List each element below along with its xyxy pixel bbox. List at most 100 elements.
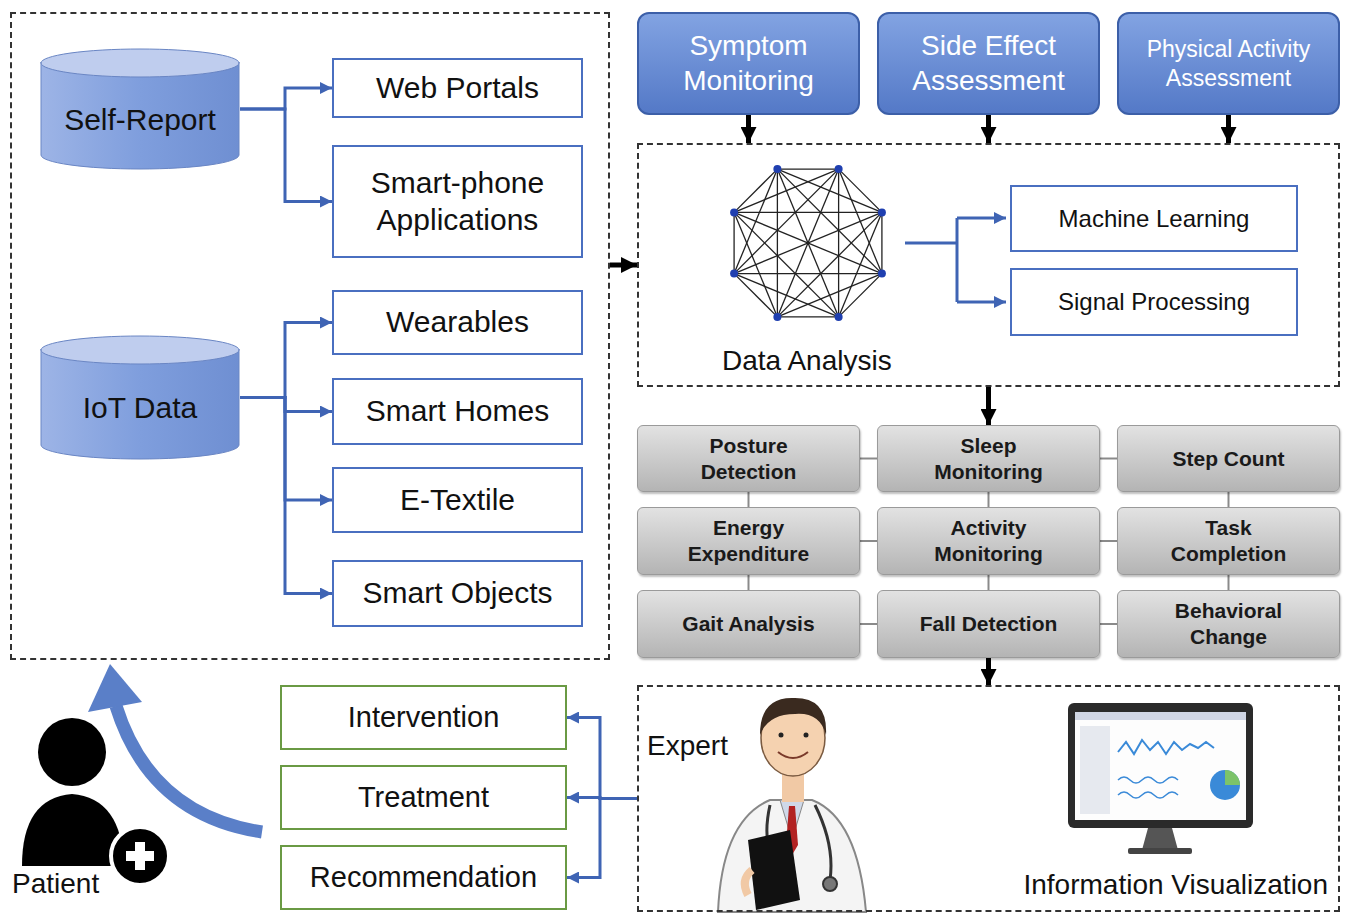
process-box: Signal Processing — [1010, 268, 1298, 336]
node-text: Treatment — [358, 780, 489, 815]
network-link — [777, 212, 882, 317]
connector — [988, 492, 990, 507]
data-source-cylinder: Self-Report — [40, 48, 240, 170]
process-box: Machine Learning — [1010, 185, 1298, 252]
connector — [1100, 623, 1117, 625]
network-link — [838, 169, 839, 317]
outcome-box: Task Completion — [1117, 507, 1340, 575]
node-text: Information Visualization — [1023, 868, 1328, 902]
network-link — [777, 316, 838, 317]
feedback-arrow — [88, 664, 262, 832]
assessment-box: Side Effect Assessment — [877, 12, 1100, 115]
network-dot — [835, 165, 843, 173]
data-source-cylinder: IoT Data — [40, 335, 240, 460]
connector — [860, 623, 877, 625]
node-text: Gait Analysis — [682, 611, 814, 637]
connector — [986, 658, 991, 685]
monitor-figure — [1068, 703, 1253, 854]
node-text: Recommendation — [310, 860, 537, 895]
dashed-panel: ExpertInformation Visualization — [637, 685, 1340, 912]
connector — [986, 115, 991, 143]
connector — [1226, 115, 1231, 143]
network-dot — [773, 165, 781, 173]
network-link — [734, 212, 882, 213]
node-text: Posture Detection — [668, 433, 829, 484]
outcome-box: Sleep Monitoring — [877, 425, 1100, 492]
node-text: Data Analysis — [722, 344, 892, 378]
connector — [748, 492, 750, 507]
connector — [240, 109, 332, 202]
outcome-box: Step Count — [1117, 425, 1340, 492]
node-text: Self-Report — [64, 102, 216, 139]
network-link — [881, 212, 882, 273]
outcome-box: Energy Expenditure — [637, 507, 860, 575]
outcome-box: Fall Detection — [877, 590, 1100, 658]
outcome-box: Behavioral Change — [1117, 590, 1340, 658]
source-panel: Self-Report Web PortalsSmart-phone Applic… — [10, 12, 610, 660]
network-link — [777, 169, 882, 212]
connector — [1228, 575, 1230, 590]
node-text: Wearables — [386, 304, 529, 341]
node-text: Behavioral Change — [1148, 598, 1309, 649]
connector — [986, 387, 991, 425]
patient-icon — [22, 718, 169, 885]
outcome-box: Activity Monitoring — [877, 507, 1100, 575]
network-link — [734, 212, 882, 273]
node-text: Fall Detection — [920, 611, 1058, 637]
connector — [1228, 492, 1230, 507]
outcome-box: Gait Analysis — [637, 590, 860, 658]
connector — [748, 575, 750, 590]
network-link — [734, 169, 777, 212]
network-link — [839, 169, 882, 212]
node-text: Activity Monitoring — [908, 515, 1069, 566]
node-text: Energy Expenditure — [668, 515, 829, 566]
connector — [746, 115, 751, 143]
network-link — [839, 274, 882, 317]
network-dot — [773, 313, 781, 321]
assessment-box: Physical Activity Assessment — [1117, 12, 1340, 115]
network-dot — [835, 313, 843, 321]
node-text: Intervention — [348, 700, 500, 735]
network-dot — [878, 208, 886, 216]
network-link — [734, 274, 777, 317]
analysis-split-arrow — [905, 218, 1006, 302]
process-box: Wearables — [332, 290, 583, 355]
node-text: Physical Activity Assessment — [1129, 35, 1328, 91]
outcome-box: Posture Detection — [637, 425, 860, 492]
connector — [240, 88, 332, 109]
action-box: Treatment — [280, 765, 567, 830]
node-text: Signal Processing — [1058, 287, 1250, 316]
dashed-panel: Machine LearningSignal ProcessingData An… — [637, 143, 1340, 387]
network-icon — [730, 165, 886, 321]
node-text: Web Portals — [376, 70, 539, 107]
process-box: Smart Objects — [332, 560, 583, 627]
network-dot — [878, 270, 886, 278]
network-link — [777, 169, 882, 274]
network-dot — [730, 270, 738, 278]
node-text: IoT Data — [83, 390, 198, 427]
process-box: Web Portals — [332, 58, 583, 118]
action-box: Recommendation — [280, 845, 567, 910]
assessment-box: Symptom Monitoring — [637, 12, 860, 115]
node-text: Sleep Monitoring — [908, 433, 1069, 484]
connector — [1100, 458, 1117, 460]
node-text: E-Textile — [400, 482, 515, 519]
connector — [240, 398, 332, 594]
network-link — [733, 212, 734, 273]
network-link — [734, 169, 839, 274]
node-text: Side Effect Assessment — [889, 29, 1088, 97]
patient-label: Patient — [12, 868, 99, 900]
node-text: Step Count — [1173, 446, 1285, 472]
network-link — [777, 169, 778, 317]
connector — [988, 575, 990, 590]
connector — [860, 540, 877, 542]
doctor-figure — [718, 698, 866, 912]
connector — [1100, 540, 1117, 542]
action-box: Intervention — [280, 685, 567, 750]
node-text: Smart-phone Applications — [342, 165, 573, 238]
node-text: Expert — [647, 729, 728, 763]
process-box: E-Textile — [332, 467, 583, 533]
network-link — [734, 212, 839, 317]
connector — [567, 799, 637, 878]
